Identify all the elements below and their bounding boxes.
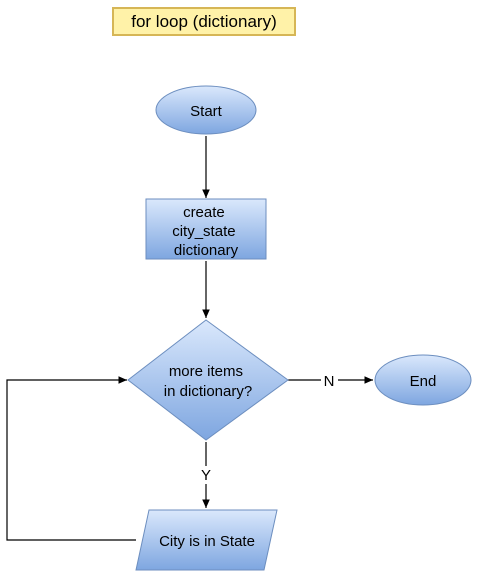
decision-label: more items in dictionary? [164, 363, 252, 400]
edge-label-yes: Y [201, 467, 211, 484]
edge-loop-back [6, 376, 136, 541]
create-label: create city_state dictionary [172, 204, 240, 259]
create-label-line: create [183, 204, 225, 221]
diagram-title: for loop (dictionary) [112, 7, 296, 36]
decision-node: more items in dictionary? [127, 319, 289, 441]
output-label: City is in State [159, 533, 255, 550]
end-label: End [410, 373, 437, 390]
decision-diamond [127, 319, 289, 441]
end-node: End [374, 354, 472, 406]
end-ellipse [374, 354, 472, 406]
start-ellipse [155, 85, 257, 135]
create-label-line: city_state [172, 223, 235, 240]
end-label-line: End [410, 373, 437, 390]
output-label-line: City is in State [159, 533, 255, 550]
create-label-line: dictionary [174, 242, 239, 259]
start-label: Start [190, 103, 223, 120]
start-label-line: Start [190, 103, 223, 120]
decision-label-line: in dictionary? [164, 383, 252, 400]
edge-label-no: N [324, 373, 335, 390]
title-box [112, 7, 296, 36]
decision-label-line: more items [169, 363, 243, 380]
create-node: create city_state dictionary [145, 198, 267, 260]
create-rect [145, 198, 267, 260]
start-node: Start [155, 85, 257, 135]
title-label: for loop (dictionary) [131, 12, 277, 31]
output-node: City is in State [135, 509, 278, 571]
output-parallelogram [135, 509, 278, 571]
